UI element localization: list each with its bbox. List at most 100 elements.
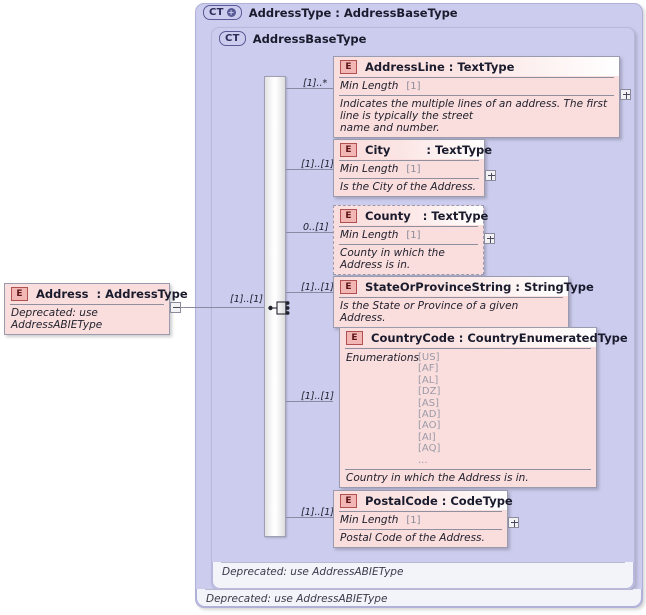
facet-addressline: Min Length [1] — [334, 78, 619, 94]
connector-county — [286, 232, 333, 233]
element-node-addressline[interactable]: E AddressLine : TextType Min Length [1] … — [333, 56, 620, 138]
facet-value: [1] — [406, 230, 421, 241]
facet-value: [1] — [406, 81, 421, 92]
element-head-postalcode: E PostalCode : CodeType — [334, 491, 513, 510]
element-node-address[interactable]: E Address : AddressType Deprecated: use … — [4, 283, 188, 335]
cardinality-county: 0..[1] — [303, 222, 329, 233]
divider — [339, 95, 614, 96]
enumeration-value: [DZ] — [418, 386, 441, 398]
complextype-title-addresstype: AddressType : AddressBaseType — [248, 5, 458, 20]
cardinality-city: [1]..[1] — [301, 159, 334, 170]
divider — [345, 348, 591, 349]
element-head-addressline: E AddressLine : TextType — [334, 57, 619, 76]
cardinality-countrycode: [1]..[1] — [301, 391, 334, 402]
facet-name: Min Length — [340, 229, 399, 241]
complextype-footer-addresstype: Deprecated: use AddressABIEType — [196, 589, 642, 607]
divider — [339, 511, 502, 512]
collapse-toggle-address[interactable] — [170, 302, 181, 313]
ct-plus-badge-icon[interactable]: CT+ — [203, 5, 242, 20]
expand-toggle-addressline[interactable] — [620, 89, 631, 100]
divider — [339, 244, 478, 245]
divider — [339, 297, 563, 298]
element-badge-icon: E — [340, 494, 357, 508]
divider — [339, 226, 478, 227]
element-head-countrycode: E CountryCode : CountryEnumeratedType — [340, 328, 628, 347]
enumeration-value: [AD] — [418, 409, 441, 421]
element-badge-icon: E — [11, 287, 28, 301]
element-head-address: E Address : AddressType — [5, 284, 188, 303]
element-doc-addressline: Indicates the multiple lines of an addre… — [340, 98, 608, 134]
element-node-postalcode[interactable]: E PostalCode : CodeType Min Length [1] P… — [333, 490, 513, 548]
complextype-footer-doc-addresstype: Deprecated: use AddressABIEType — [206, 593, 388, 605]
enumerations-block: Enumerations [US][AF][AL][DZ][AS][AD][AO… — [340, 349, 596, 468]
connector-countrycode — [286, 401, 333, 402]
divider — [339, 160, 479, 161]
complextype-footer-addressbasetype: Deprecated: use AddressABIEType — [212, 562, 634, 589]
element-node-countrycode[interactable]: E CountryCode : CountryEnumeratedType En… — [339, 327, 628, 489]
enumeration-value: [AF] — [418, 363, 439, 375]
connector-city — [286, 169, 333, 170]
element-title-countrycode: CountryCode : CountryEnumeratedType — [371, 331, 628, 345]
connector-postalcode — [286, 517, 333, 518]
element-node-county[interactable]: E County : TextType Min Length [1] Count… — [333, 205, 488, 275]
element-badge-icon: E — [340, 60, 357, 74]
element-head-city: E City : TextType — [334, 140, 492, 159]
ct-badge-label: CT — [209, 7, 224, 18]
element-node-stateorprovincestring[interactable]: E StateOrProvinceString : StringType Is … — [333, 276, 594, 328]
divider — [339, 77, 614, 78]
element-doc-postalcode: Postal Code of the Address. — [340, 532, 485, 544]
facet-city: Min Length [1] — [334, 161, 484, 177]
enumerations-values: [US][AF][AL][DZ][AS][AD][AO][AI][AQ]... — [418, 352, 440, 466]
ct-badge-icon[interactable]: CT — [219, 31, 246, 46]
element-title-city: City : TextType — [365, 143, 493, 157]
cardinality-root: [1]..[1] — [230, 294, 263, 305]
enumeration-value: [AS] — [418, 397, 439, 409]
element-doc-city: Is the City of the Address. — [340, 181, 476, 193]
divider — [10, 304, 164, 305]
element-doc-address: Deprecated: use AddressABIEType — [11, 307, 103, 331]
element-title-county: County : TextType — [365, 209, 489, 223]
divider — [205, 589, 633, 590]
facet-value: [1] — [406, 515, 421, 526]
cardinality-addressline: [1]..* — [303, 78, 328, 89]
facet-name: Min Length — [340, 514, 399, 526]
expand-toggle-postalcode[interactable] — [508, 517, 519, 528]
divider — [221, 562, 625, 563]
element-node-city[interactable]: E City : TextType Min Length [1] Is the … — [333, 139, 492, 197]
facet-postalcode: Min Length [1] — [334, 512, 507, 528]
expand-toggle-city[interactable] — [485, 170, 496, 181]
divider — [339, 178, 479, 179]
element-badge-icon: E — [340, 209, 357, 223]
element-doc-countrycode: Country in which the Address is in. — [346, 472, 529, 485]
divider — [339, 529, 502, 530]
connector-stateorprovince — [286, 292, 333, 293]
plus-circle-icon: + — [226, 8, 236, 17]
complextype-header-addressbasetype: CT AddressBaseType — [219, 31, 366, 46]
enumeration-value: [AL] — [418, 374, 439, 386]
enumeration-value: [US] — [418, 352, 440, 363]
expand-toggle-county[interactable] — [484, 233, 495, 244]
complextype-title-addressbasetype: AddressBaseType — [252, 31, 367, 46]
enumeration-value: [AI] — [418, 431, 436, 443]
enumeration-value: ... — [418, 454, 428, 466]
cardinality-postalcode: [1]..[1] — [301, 507, 334, 518]
facet-name: Min Length — [340, 163, 399, 175]
element-badge-icon: E — [346, 331, 363, 345]
divider — [345, 469, 591, 471]
complextype-footer-doc-addressbasetype: Deprecated: use AddressABIEType — [222, 566, 404, 578]
element-head-stateorprovincestring: E StateOrProvinceString : StringType — [334, 277, 594, 296]
element-title-address: Address : AddressType — [36, 287, 188, 301]
element-badge-icon: E — [340, 143, 357, 157]
element-title-addressline: AddressLine : TextType — [365, 60, 515, 74]
ct-badge-label: CT — [225, 33, 240, 44]
element-head-county: E County : TextType — [334, 206, 488, 225]
cardinality-stateorprovince: [1]..[1] — [301, 282, 334, 293]
complextype-header-addresstype: CT+ AddressType : AddressBaseType — [203, 5, 458, 20]
facet-name: Min Length — [340, 80, 399, 92]
facet-value: [1] — [406, 164, 421, 175]
facet-county: Min Length [1] — [334, 227, 483, 243]
element-title-postalcode: PostalCode : CodeType — [365, 494, 513, 508]
element-badge-icon: E — [340, 280, 357, 294]
connector-root-to-sequence — [181, 307, 264, 308]
enumeration-value: [AQ] — [418, 443, 441, 455]
